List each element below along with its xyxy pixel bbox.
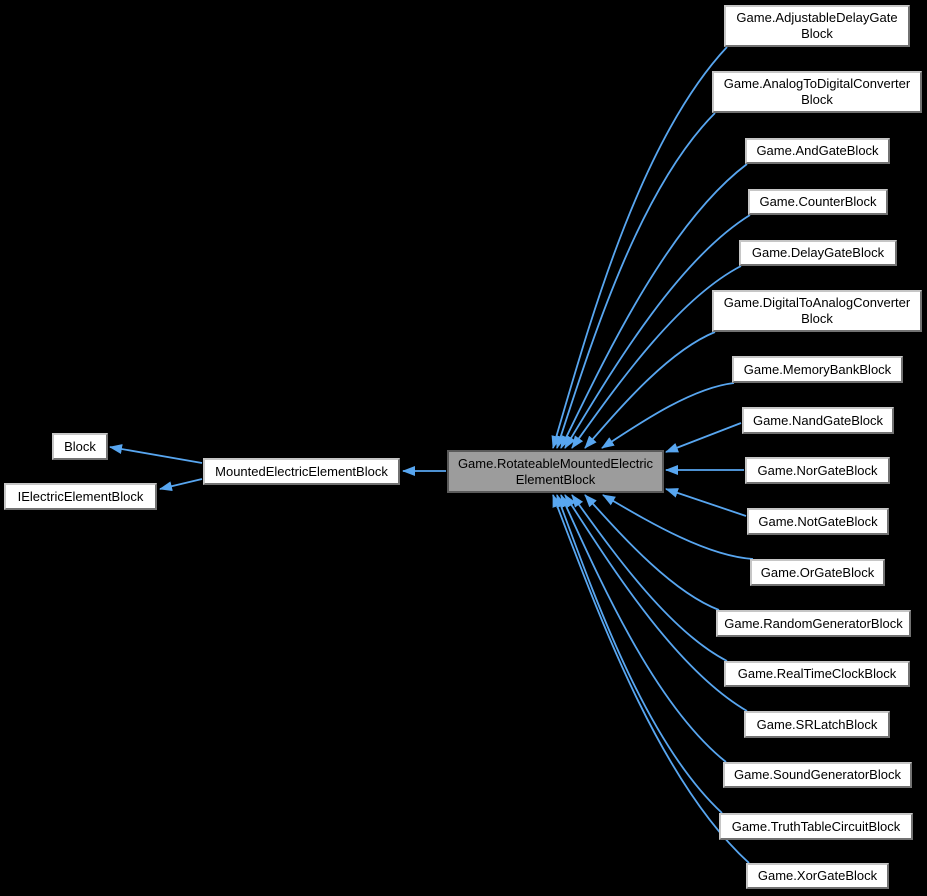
edge-mounted-electric-element-block-to-ielectric-element-block — [159, 478, 203, 492]
class-node-label: Game.NandGateBlock — [752, 412, 884, 428]
class-node-or-gate-block[interactable]: Game.OrGateBlock — [750, 559, 885, 586]
class-node-label: Game.DelayGateBlock — [751, 245, 885, 260]
class-node-label: Game.SoundGeneratorBlock — [734, 767, 901, 782]
class-node-label: Block — [801, 311, 833, 326]
edge-xor-gate-block-to-rotateable-mounted-electric-element-block — [552, 494, 750, 864]
edge-memory-bank-block-to-rotateable-mounted-electric-element-block — [601, 382, 735, 449]
edge-delay-gate-block-to-rotateable-mounted-electric-element-block — [571, 265, 742, 449]
class-node-real-time-clock-block[interactable]: Game.RealTimeClockBlock — [724, 661, 910, 687]
class-node-label: Game.AndGateBlock — [756, 143, 879, 158]
class-node-label: Game.CounterBlock — [759, 194, 877, 209]
class-node-label: Game.RealTimeClockBlock — [737, 666, 897, 681]
class-node-label: ElementBlock — [515, 471, 596, 487]
edge-mounted-electric-element-block-to-block — [109, 444, 203, 464]
class-node-label: Block — [801, 92, 833, 107]
class-node-counter-block[interactable]: Game.CounterBlock — [748, 189, 888, 215]
class-node-xor-gate-block[interactable]: Game.XorGateBlock — [746, 863, 889, 889]
edge-nand-gate-block-to-rotateable-mounted-electric-element-block — [665, 422, 742, 453]
class-node-label: Game.NorGateBlock — [757, 462, 878, 478]
edge-not-gate-block-to-rotateable-mounted-electric-element-block — [665, 488, 747, 517]
edge-adjustable-delay-gate-block-to-rotateable-mounted-electric-element-block — [551, 46, 728, 449]
class-node-nand-gate-block[interactable]: Game.NandGateBlock — [742, 407, 894, 434]
edge-counter-block-to-rotateable-mounted-electric-element-block — [564, 214, 751, 449]
class-node-sound-generator-block[interactable]: Game.SoundGeneratorBlock — [723, 762, 912, 788]
edge-sound-generator-block-to-rotateable-mounted-electric-element-block — [560, 494, 727, 763]
edge-real-time-clock-block-to-rotateable-mounted-electric-element-block — [571, 494, 728, 662]
class-node-label: Block — [64, 438, 96, 454]
class-node-label: Game.SRLatchBlock — [756, 716, 878, 732]
class-node-label: Game.AdjustableDelayGate — [736, 10, 898, 25]
class-node-label: MountedElectricElementBlock — [215, 463, 388, 479]
edge-random-generator-block-to-rotateable-mounted-electric-element-block — [584, 494, 720, 611]
class-node-not-gate-block[interactable]: Game.NotGateBlock — [747, 508, 889, 535]
class-node-sr-latch-block[interactable]: Game.SRLatchBlock — [744, 711, 890, 738]
edge-sr-latch-block-to-rotateable-mounted-electric-element-block — [564, 494, 748, 712]
class-node-label: Game.RandomGeneratorBlock — [724, 615, 903, 631]
edge-and-gate-block-to-rotateable-mounted-electric-element-block — [560, 163, 748, 449]
class-node-label: Game.NotGateBlock — [758, 513, 878, 529]
class-node-and-gate-block[interactable]: Game.AndGateBlock — [745, 138, 890, 164]
edge-analog-to-digital-converter-block-to-rotateable-mounted-electric-element-block — [555, 112, 716, 449]
edge-digital-to-analog-converter-block-to-rotateable-mounted-electric-element-block — [584, 331, 716, 449]
class-node-memory-bank-block[interactable]: Game.MemoryBankBlock — [732, 356, 903, 383]
class-node-ielectric-element-block[interactable]: IElectricElementBlock — [4, 483, 157, 510]
class-node-random-generator-block[interactable]: Game.RandomGeneratorBlock — [716, 610, 911, 637]
class-node-label: Game.DigitalToAnalogConverter — [723, 295, 911, 310]
class-node-delay-gate-block[interactable]: Game.DelayGateBlock — [739, 240, 897, 266]
class-node-label: IElectricElementBlock — [17, 488, 144, 504]
class-node-label: Game.MemoryBankBlock — [743, 361, 892, 377]
class-node-label: Game.OrGateBlock — [760, 564, 875, 580]
class-node-mounted-electric-element-block[interactable]: MountedElectricElementBlock — [203, 458, 400, 485]
class-node-truth-table-circuit-block[interactable]: Game.TruthTableCircuitBlock — [719, 813, 913, 840]
class-node-nor-gate-block[interactable]: Game.NorGateBlock — [745, 457, 890, 484]
class-node-block[interactable]: Block — [52, 433, 108, 460]
edge-truth-table-circuit-block-to-rotateable-mounted-electric-element-block — [556, 494, 723, 814]
class-node-label: Game.XorGateBlock — [757, 868, 878, 883]
class-node-label: Game.RotateableMountedElectric — [457, 455, 654, 471]
class-node-label: Game.TruthTableCircuitBlock — [731, 818, 901, 834]
class-node-label: Game.AnalogToDigitalConverter — [723, 76, 911, 91]
class-node-label: Block — [801, 26, 833, 41]
edge-or-gate-block-to-rotateable-mounted-electric-element-block — [602, 494, 754, 560]
